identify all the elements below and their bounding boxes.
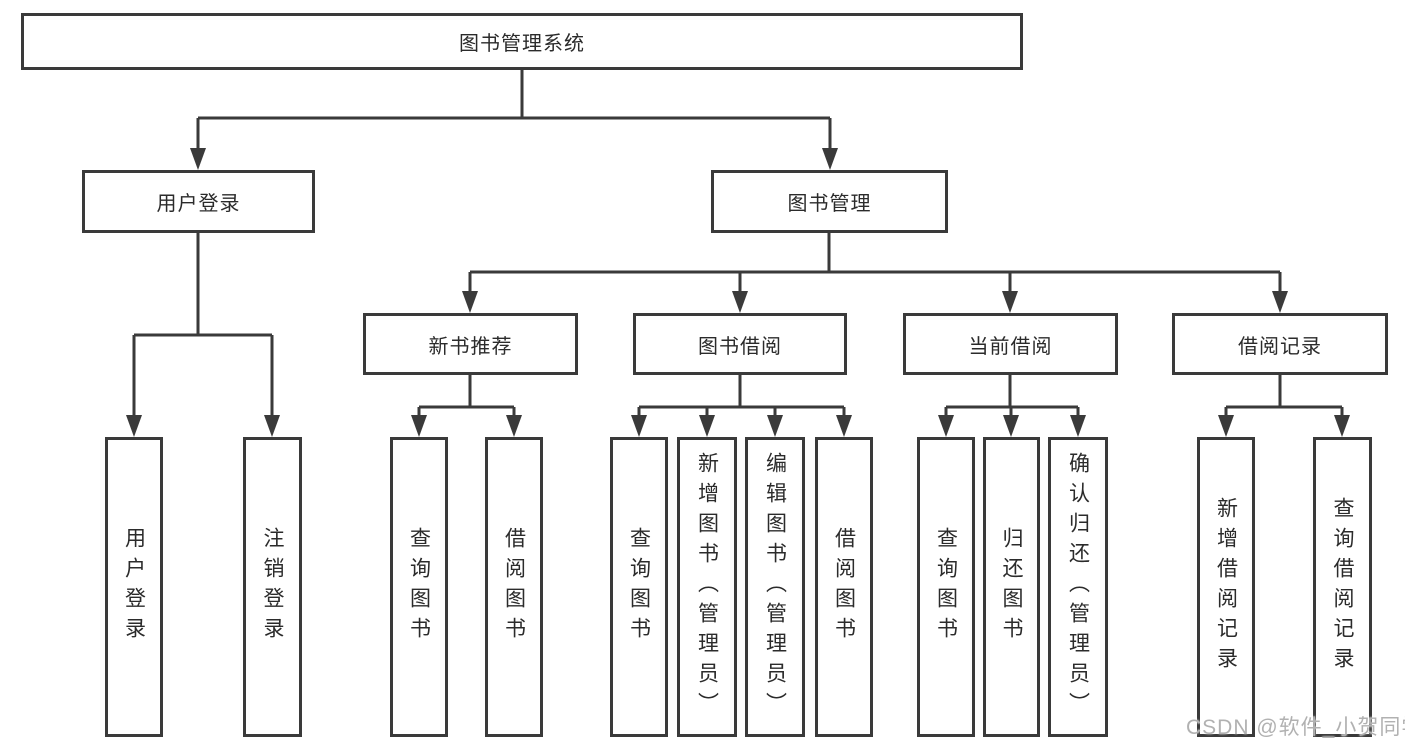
leaf-edit-book-admin: 编辑图书（管理员） — [745, 437, 805, 737]
arrowhead — [1070, 415, 1086, 437]
connector-current-borrowing — [944, 375, 1080, 417]
leaf-add-borrow-record: 新增借阅记录 — [1197, 437, 1255, 737]
arrowhead — [767, 415, 783, 437]
connector-user-login — [132, 233, 274, 417]
leaf-user-login: 用户登录 — [105, 437, 163, 737]
connector-new-book-recommend — [417, 375, 516, 417]
node-borrowing-records: 借阅记录 — [1172, 313, 1388, 375]
connector-root — [196, 70, 832, 150]
leaf-query-books-current: 查询图书 — [917, 437, 975, 737]
arrowhead — [462, 291, 478, 313]
arrowhead — [732, 291, 748, 313]
connector-borrowing-records — [1224, 375, 1344, 417]
leaf-query-books-recommend: 查询图书 — [390, 437, 448, 737]
arrowhead — [190, 148, 206, 170]
arrowhead — [699, 415, 715, 437]
arrowhead — [411, 415, 427, 437]
arrowhead — [506, 415, 522, 437]
leaf-query-borrow-record: 查询借阅记录 — [1313, 437, 1372, 737]
arrowhead — [1003, 415, 1019, 437]
arrowhead — [836, 415, 852, 437]
arrowhead — [1218, 415, 1234, 437]
node-book-management: 图书管理 — [711, 170, 948, 233]
arrowhead — [126, 415, 142, 437]
arrowheads — [126, 148, 1350, 437]
arrowhead — [1002, 291, 1018, 313]
arrowhead — [631, 415, 647, 437]
node-user-login: 用户登录 — [82, 170, 315, 233]
node-book-borrowing: 图书借阅 — [633, 313, 847, 375]
connector-book-borrowing — [637, 375, 846, 417]
node-new-book-recommend: 新书推荐 — [363, 313, 578, 375]
leaf-return-books: 归还图书 — [983, 437, 1040, 737]
arrowhead — [822, 148, 838, 170]
leaf-add-book-admin: 新增图书（管理员） — [677, 437, 737, 737]
leaf-query-books-borrowing: 查询图书 — [610, 437, 668, 737]
leaf-logout: 注销登录 — [243, 437, 302, 737]
node-root: 图书管理系统 — [21, 13, 1023, 70]
leaf-borrow-books-recommend: 借阅图书 — [485, 437, 543, 737]
leaf-confirm-return-admin: 确认归还（管理员） — [1048, 437, 1108, 737]
node-current-borrowing: 当前借阅 — [903, 313, 1118, 375]
arrowhead — [264, 415, 280, 437]
leaf-borrow-books: 借阅图书 — [815, 437, 873, 737]
connector-book-management — [468, 233, 1282, 293]
csdn-watermark: CSDN @软件_小贺同学 — [1186, 716, 1405, 739]
arrowhead — [1272, 291, 1288, 313]
arrowhead — [1334, 415, 1350, 437]
arrowhead — [938, 415, 954, 437]
